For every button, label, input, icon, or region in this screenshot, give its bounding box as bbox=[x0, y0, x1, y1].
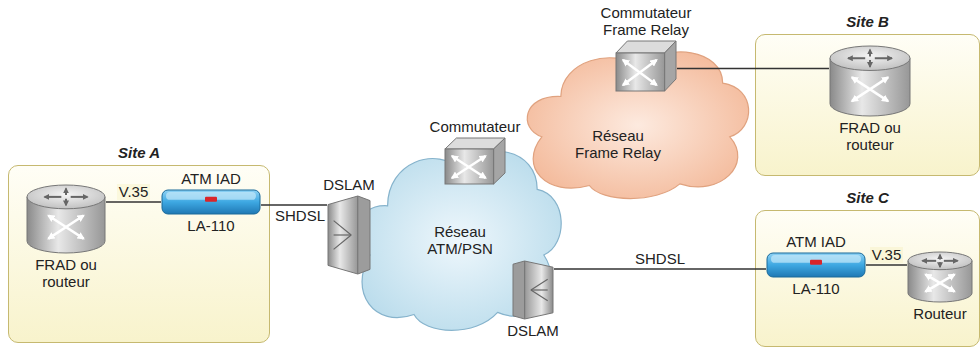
device-label: FRAD ou routeur bbox=[818, 119, 922, 153]
device-label: ATM IAD bbox=[181, 170, 241, 187]
device-label: DSLAM bbox=[507, 322, 559, 339]
network-label: Réseau Frame Relay bbox=[573, 127, 663, 161]
site-heading: Site C bbox=[756, 189, 979, 206]
atm-iad: ATM IAD LA-110 bbox=[760, 233, 872, 297]
link-line bbox=[106, 201, 161, 203]
link-line bbox=[261, 204, 327, 206]
device-label: FRAD ou routeur bbox=[19, 256, 113, 290]
site-heading: Site A bbox=[9, 144, 269, 161]
site-heading: Site B bbox=[756, 13, 979, 30]
router-icon bbox=[26, 184, 106, 254]
atm-iad: ATM IAD LA-110 bbox=[155, 170, 267, 234]
device-label: ATM IAD bbox=[786, 233, 846, 250]
dslam: DSLAM bbox=[316, 176, 382, 277]
router-icon bbox=[907, 251, 973, 303]
link-label: SHDSL bbox=[273, 208, 327, 224]
device-label: LA-110 bbox=[187, 217, 234, 234]
link-label: V.35 bbox=[870, 247, 903, 263]
device-label: Routeur bbox=[913, 305, 966, 322]
site-panel: Site CATM IADLA-110Routeur bbox=[755, 210, 980, 347]
link-line bbox=[677, 68, 829, 70]
switch: Commutateur bbox=[420, 118, 530, 187]
router-icon bbox=[829, 45, 911, 117]
router: Routeur bbox=[902, 249, 978, 322]
frame-relay-switch: Commutateur Frame Relay bbox=[588, 4, 704, 94]
site-panel: Site BFRAD ou routeur bbox=[755, 34, 980, 176]
device-label: DSLAM bbox=[323, 176, 375, 193]
device-label: Commutateur bbox=[430, 118, 521, 135]
dslam: DSLAM bbox=[500, 258, 566, 339]
switch-icon bbox=[444, 137, 506, 185]
device-label: LA-110 bbox=[792, 280, 839, 297]
frad-router: FRAD ou routeur bbox=[818, 43, 922, 153]
switch-icon bbox=[615, 40, 677, 92]
link-line bbox=[554, 268, 766, 270]
dslam-icon bbox=[327, 195, 371, 275]
iad-icon bbox=[766, 252, 866, 278]
frad-router: FRAD ou routeur bbox=[19, 182, 113, 290]
network-label: Réseau ATM/PSN bbox=[405, 223, 515, 257]
dslam-icon bbox=[512, 260, 554, 320]
iad-icon bbox=[161, 189, 261, 215]
device-label: Commutateur Frame Relay bbox=[588, 4, 704, 38]
link-label: SHDSL bbox=[633, 251, 687, 267]
link-label: V.35 bbox=[117, 184, 150, 200]
link-line bbox=[866, 264, 907, 266]
